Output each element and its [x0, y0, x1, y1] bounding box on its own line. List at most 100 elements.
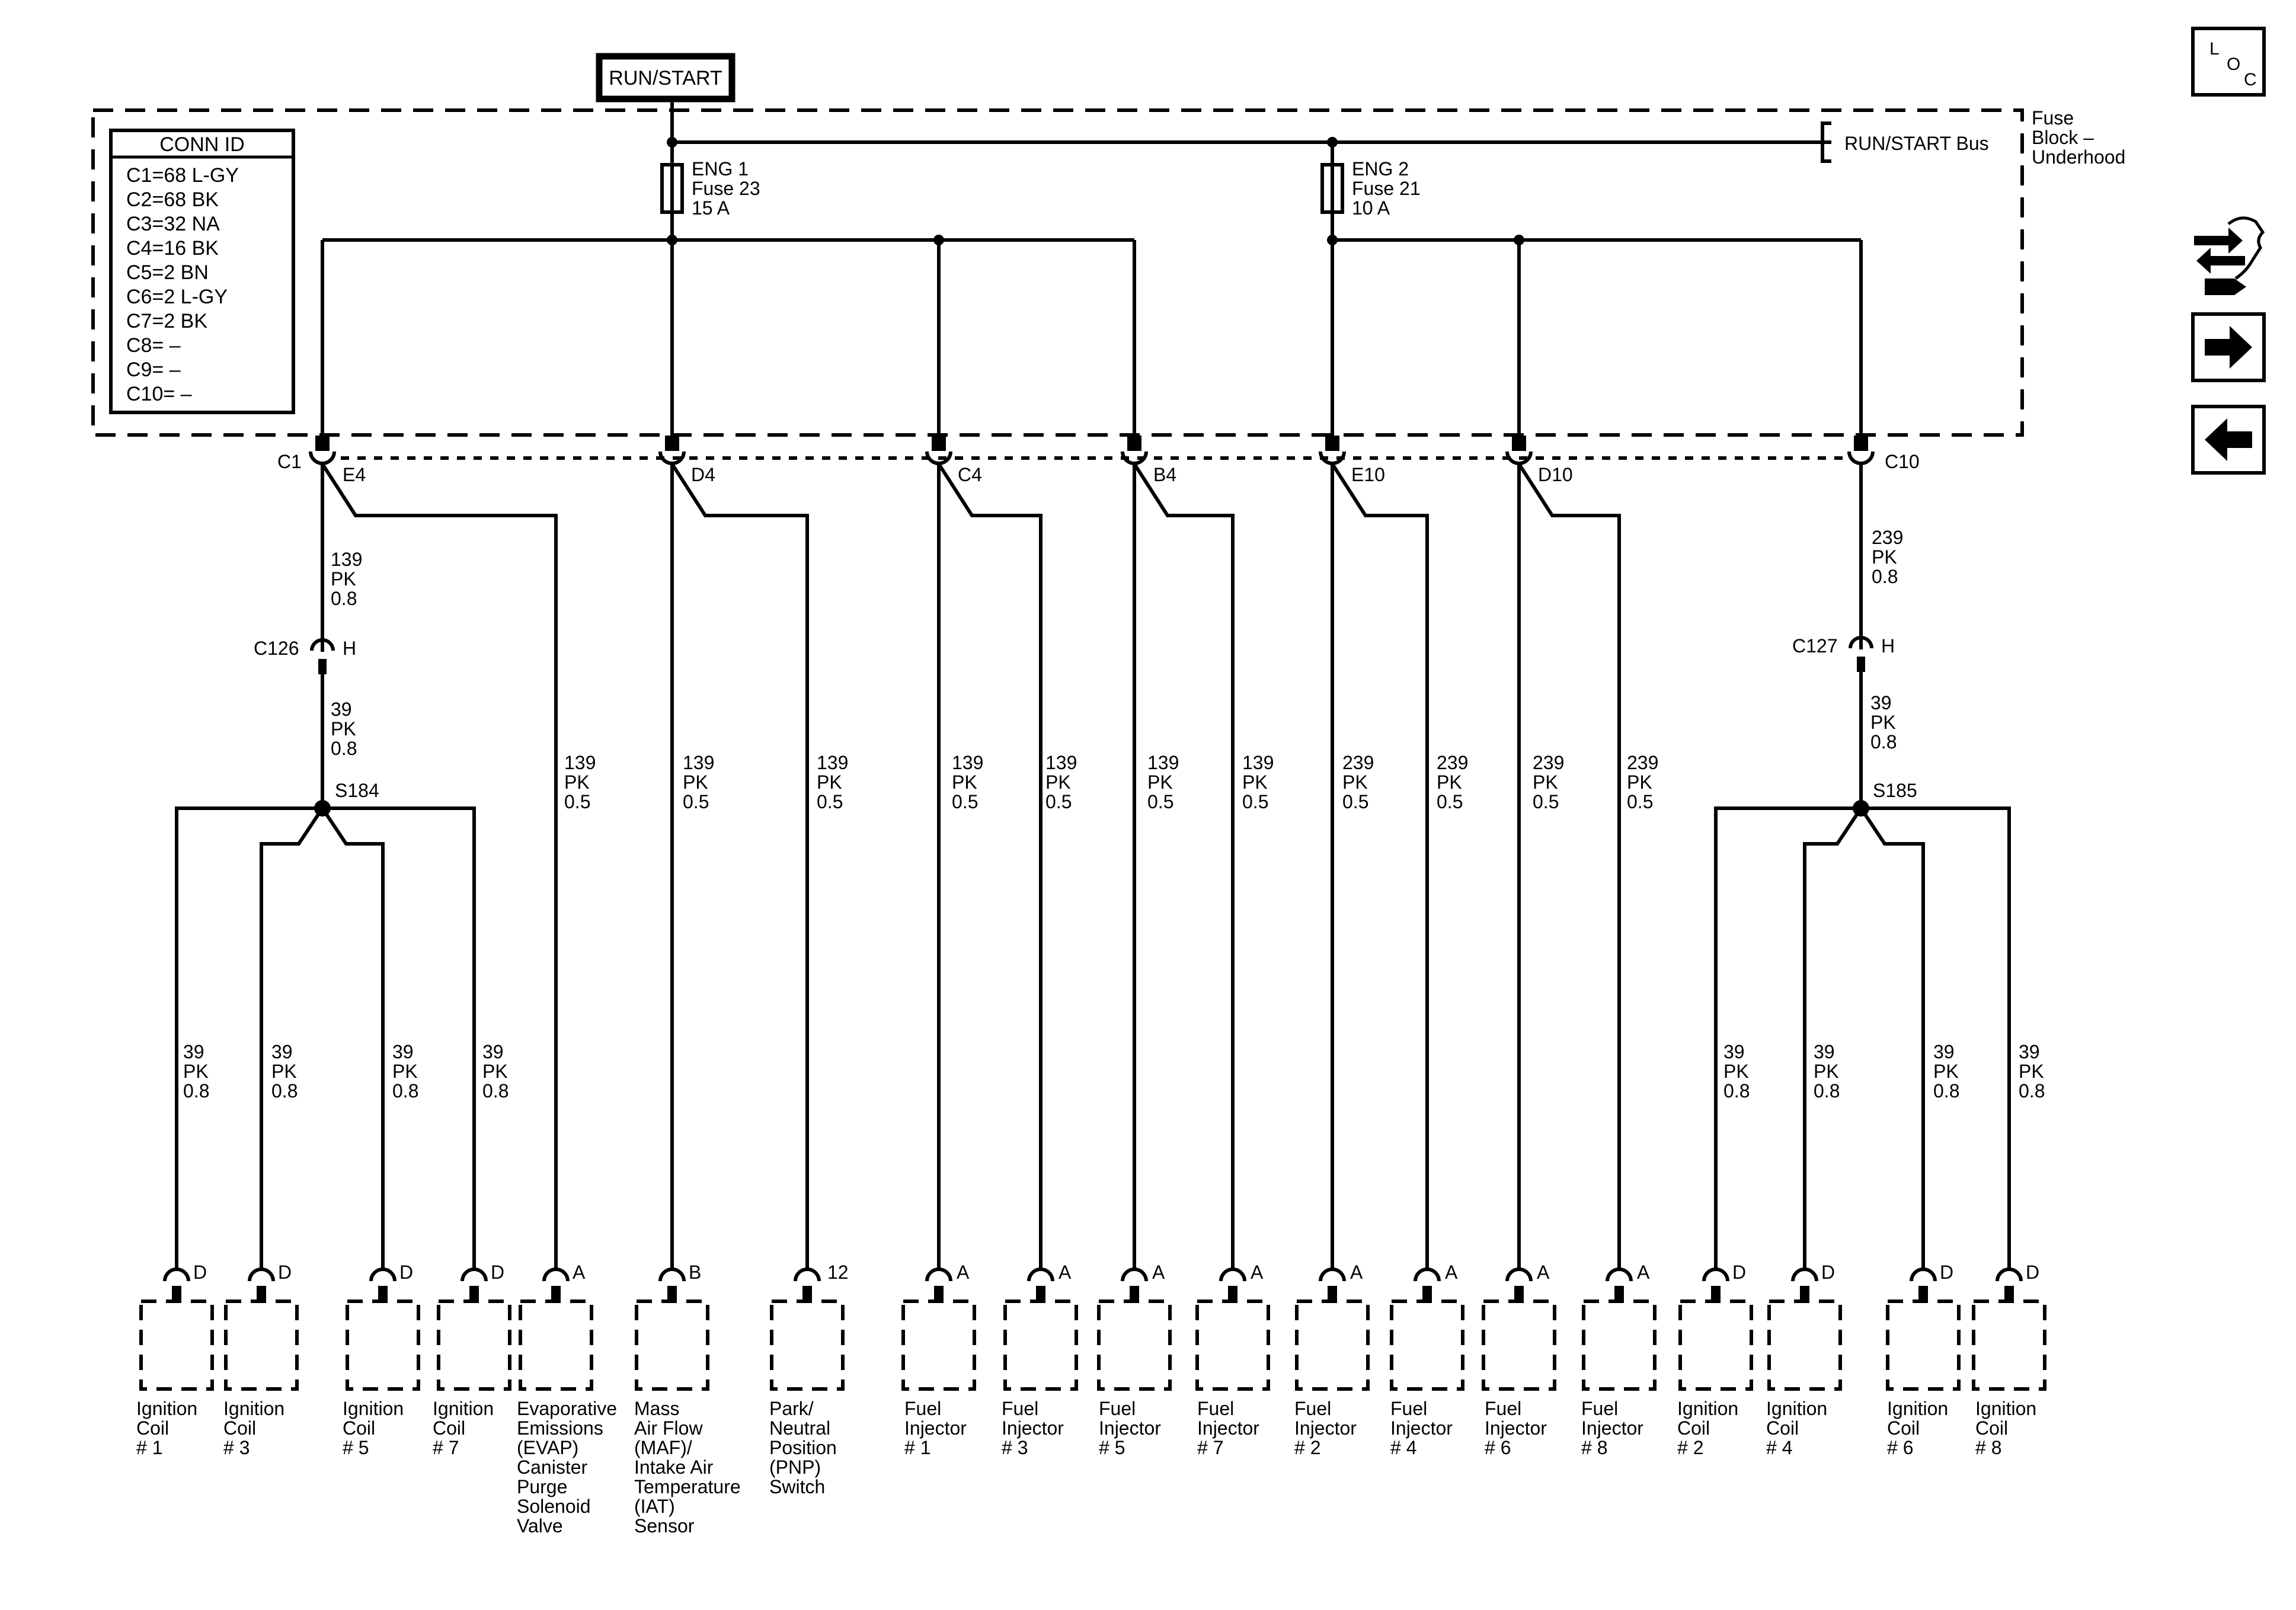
svg-text:Injector: Injector [1390, 1417, 1453, 1439]
conn-id-table: CONN ID C1=68 L-GY C2=68 BK C3=32 NA C4=… [109, 129, 295, 414]
pin-label-c4: C4 [958, 464, 982, 485]
svg-text:Injector: Injector [1002, 1417, 1064, 1439]
svg-text:(MAF)/: (MAF)/ [634, 1437, 692, 1458]
svg-text:# 1: # 1 [136, 1437, 162, 1458]
circuit-label-coil-8: 39 PK 0.8 [2019, 1041, 2045, 1102]
circuit-label-coil-3: 39 PK 0.8 [271, 1041, 298, 1102]
svg-text:ENG 1: ENG 1 [692, 158, 749, 180]
component-pin: A [1537, 1262, 1550, 1283]
svg-text:# 3: # 3 [1002, 1437, 1028, 1458]
svg-text:PK: PK [331, 568, 356, 590]
svg-text:H: H [343, 638, 356, 659]
svg-text:Ignition: Ignition [433, 1398, 494, 1419]
svg-text:39: 39 [1933, 1041, 1955, 1062]
svg-text:0.8: 0.8 [1814, 1080, 1840, 1102]
svg-text:Coil: Coil [1887, 1417, 1920, 1439]
component-pin: D [193, 1262, 207, 1283]
svg-text:0.8: 0.8 [2019, 1080, 2045, 1102]
svg-text:PK: PK [1437, 772, 1462, 793]
svg-text:Fuel: Fuel [1390, 1398, 1427, 1419]
svg-text:L: L [2209, 39, 2220, 59]
ignition-coil-5: D Ignition Coil # 5 [343, 1262, 420, 1458]
svg-text:239: 239 [1627, 752, 1658, 773]
svg-text:Ignition: Ignition [136, 1398, 197, 1419]
next-arrow-button[interactable] [2191, 312, 2266, 382]
wire-label: 39 PK 0.8 [331, 699, 357, 759]
svg-text:# 2: # 2 [1677, 1437, 1703, 1458]
svg-text:Fuel: Fuel [904, 1398, 941, 1419]
circuit-label-injector-3: 139 PK 0.5 [1045, 752, 1077, 812]
circuit-label-coil-1: 39 PK 0.8 [183, 1041, 209, 1102]
circuit-label-coil-2: 39 PK 0.8 [1723, 1041, 1750, 1102]
svg-text:Temperature: Temperature [634, 1476, 741, 1497]
svg-text:Sensor: Sensor [634, 1515, 695, 1537]
svg-text:Mass: Mass [634, 1398, 679, 1419]
svg-text:39: 39 [271, 1041, 293, 1062]
svg-text:0.5: 0.5 [683, 791, 709, 812]
fuel-injector-6: A Fuel Injector # 6 [1482, 1262, 1556, 1458]
loc-button[interactable]: L O C [2191, 27, 2266, 97]
svg-text:0.5: 0.5 [952, 791, 978, 812]
svg-text:139: 139 [1242, 752, 1274, 773]
svg-text:# 7: # 7 [1197, 1437, 1223, 1458]
circuit-label-coil-6: 39 PK 0.8 [1933, 1041, 1959, 1102]
branch-wires [321, 463, 1621, 1268]
svg-text:Coil: Coil [223, 1417, 256, 1439]
svg-text:PK: PK [1533, 772, 1558, 793]
circuit-label-injector-7: 139 PK 0.5 [1242, 752, 1274, 812]
svg-text:39: 39 [1723, 1041, 1745, 1062]
component-pin: D [2026, 1262, 2039, 1283]
svg-text:0.8: 0.8 [1870, 731, 1897, 753]
svg-text:39: 39 [331, 699, 352, 720]
svg-text:PK: PK [1242, 772, 1268, 793]
svg-text:Emissions: Emissions [517, 1417, 603, 1439]
svg-text:Ignition: Ignition [1766, 1398, 1827, 1419]
conn-id-row: C6=2 L-GY [126, 286, 228, 308]
pin-label-d4: D4 [691, 464, 715, 485]
svg-text:Coil: Coil [1975, 1417, 2008, 1439]
svg-text:PK: PK [1870, 712, 1896, 733]
svg-text:0.8: 0.8 [183, 1080, 209, 1102]
circuit-label-injector-2: 239 PK 0.5 [1342, 752, 1374, 812]
svg-text:PK: PK [952, 772, 977, 793]
conn-id-row: C10= – [126, 383, 192, 405]
conn-id-row: C8= – [126, 334, 181, 357]
previous-arrow-button[interactable] [2191, 405, 2266, 475]
svg-text:PK: PK [2019, 1061, 2044, 1082]
svg-text:Block –: Block – [2032, 127, 2094, 148]
svg-text:PK: PK [1342, 772, 1368, 793]
svg-text:Injector: Injector [1485, 1417, 1547, 1439]
svg-text:Air Flow: Air Flow [634, 1417, 703, 1439]
svg-text:Fuel: Fuel [1581, 1398, 1618, 1419]
svg-text:Injector: Injector [1099, 1417, 1161, 1439]
svg-text:0.8: 0.8 [331, 738, 357, 759]
svg-text:239: 239 [1342, 752, 1374, 773]
svg-text:C127: C127 [1792, 635, 1838, 657]
svg-text:PK: PK [1872, 546, 1897, 568]
schematic-legend-icon[interactable] [2194, 216, 2265, 295]
svg-text:Canister: Canister [517, 1457, 588, 1478]
svg-text:Coil: Coil [1766, 1417, 1799, 1439]
svg-text:0.5: 0.5 [1533, 791, 1559, 812]
pin-label-d10: D10 [1538, 464, 1573, 485]
svg-text:139: 139 [683, 752, 714, 773]
svg-text:Coil: Coil [433, 1417, 465, 1439]
bus-bar-symbol [1821, 121, 1831, 163]
svg-text:0.8: 0.8 [1872, 566, 1898, 587]
component-pin: D [1940, 1262, 1953, 1283]
fuel-injector-4: A Fuel Injector # 4 [1390, 1262, 1464, 1458]
svg-text:Ignition: Ignition [1677, 1398, 1738, 1419]
svg-text:PK: PK [1933, 1061, 1959, 1082]
svg-text:Coil: Coil [136, 1417, 169, 1439]
ignition-coil-3: D Ignition Coil # 3 [223, 1262, 299, 1458]
svg-text:PK: PK [271, 1061, 297, 1082]
svg-text:Injector: Injector [1581, 1417, 1643, 1439]
svg-text:39: 39 [392, 1041, 414, 1062]
component-pin: A [1637, 1262, 1650, 1283]
svg-text:PK: PK [183, 1061, 209, 1082]
fuel-injector-2: A Fuel Injector # 2 [1294, 1262, 1370, 1458]
svg-text:(EVAP): (EVAP) [517, 1437, 578, 1458]
component-pin: D [491, 1262, 504, 1283]
svg-text:ENG 2: ENG 2 [1352, 158, 1409, 180]
